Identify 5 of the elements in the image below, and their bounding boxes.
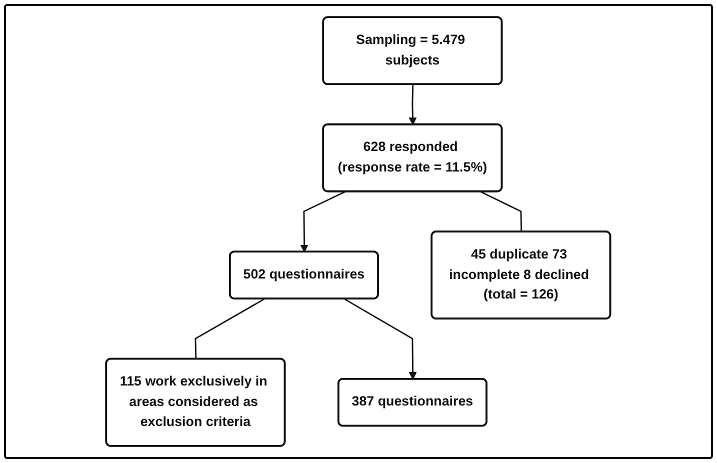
connector bbox=[480, 191, 522, 232]
connector bbox=[195, 298, 266, 360]
arrow bbox=[300, 191, 346, 252]
arrow bbox=[344, 298, 418, 380]
arrow bbox=[409, 84, 417, 126]
